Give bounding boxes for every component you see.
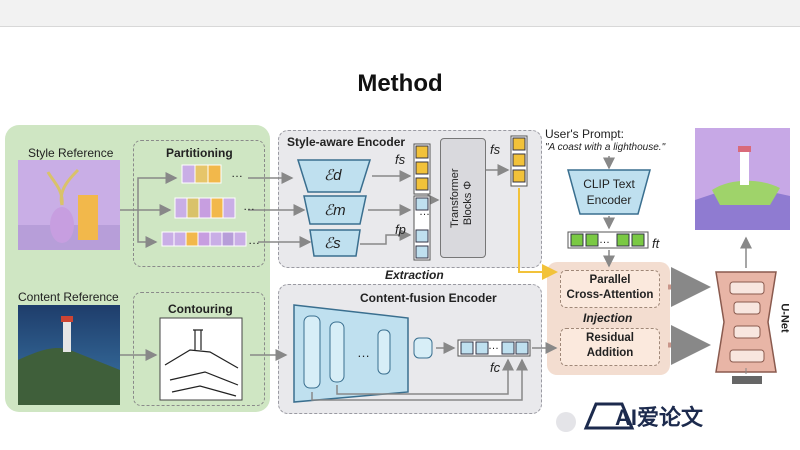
unet-input-arrows xyxy=(668,267,711,365)
contouring-label: Contouring xyxy=(168,302,233,316)
partition-arrows xyxy=(120,172,312,248)
contouring-box xyxy=(133,292,265,406)
watermark-text: AI爱论文 xyxy=(615,405,704,430)
content-reference-label: Content Reference xyxy=(18,290,119,304)
fp-label: fp xyxy=(395,222,406,237)
fs-token-column xyxy=(413,143,431,195)
ft-ellipsis: … xyxy=(599,234,610,246)
encoder-d xyxy=(296,159,372,193)
content-encoder-blocks xyxy=(293,304,433,403)
partition-ellipsis-1: … xyxy=(231,166,243,180)
fc-ellipsis: … xyxy=(488,340,499,352)
content-reference-image xyxy=(18,305,120,405)
partition-patches-row1 xyxy=(181,164,222,184)
noise-input xyxy=(732,376,762,384)
ft-label: ft xyxy=(652,236,660,251)
injection-label: Injection xyxy=(583,311,633,325)
fs-output-tokens xyxy=(510,135,528,187)
style-reference-image xyxy=(18,160,120,250)
users-prompt-label: User's Prompt: xyxy=(545,127,624,141)
fc-label: fc xyxy=(490,360,501,375)
partition-patches-row3 xyxy=(161,231,247,247)
extraction-label: Extraction xyxy=(385,268,444,282)
ft-token-row xyxy=(567,231,649,249)
prompt-text: "A coast with a lighthouse." xyxy=(545,142,666,153)
partitioning-label: Partitioning xyxy=(166,146,233,160)
content-encoder-ellipsis: … xyxy=(357,345,370,360)
fc-token-row xyxy=(457,339,531,357)
partitioning-box xyxy=(133,140,265,267)
fp-ellipsis: … xyxy=(419,206,430,218)
watermark-logo-icon xyxy=(556,402,635,432)
style-reference-label: Style Reference xyxy=(28,146,114,160)
unet-block xyxy=(715,271,777,373)
transformer-block xyxy=(440,138,486,258)
partition-patches-row2 xyxy=(174,197,236,219)
fs-output-label: fs xyxy=(490,142,501,157)
style-encoder-label: Style-aware Encoder xyxy=(287,135,406,149)
encoder-m-label: ℰm xyxy=(324,202,346,219)
encoder-s xyxy=(309,229,361,257)
partition-ellipsis-3: … xyxy=(248,233,260,247)
contour-sketch xyxy=(159,317,243,401)
fs-label: fs xyxy=(395,152,406,167)
clip-text-encoder xyxy=(567,169,651,215)
unet-label: U-Net xyxy=(778,303,791,333)
fp-token-column xyxy=(413,195,431,261)
output-image xyxy=(695,128,790,230)
encoder-output-arrows xyxy=(360,164,510,245)
content-encoder-label: Content-fusion Encoder xyxy=(360,291,497,305)
top-bar xyxy=(0,0,800,27)
encoder-m xyxy=(303,195,367,225)
encoder-d-label: ℰd xyxy=(324,167,342,184)
style-injection-arrow xyxy=(518,188,558,280)
page-title: Method xyxy=(357,70,443,97)
encoder-s-label: ℰs xyxy=(324,235,341,252)
partition-ellipsis-2: … xyxy=(243,199,255,213)
content-encoder-arrows xyxy=(311,342,558,401)
